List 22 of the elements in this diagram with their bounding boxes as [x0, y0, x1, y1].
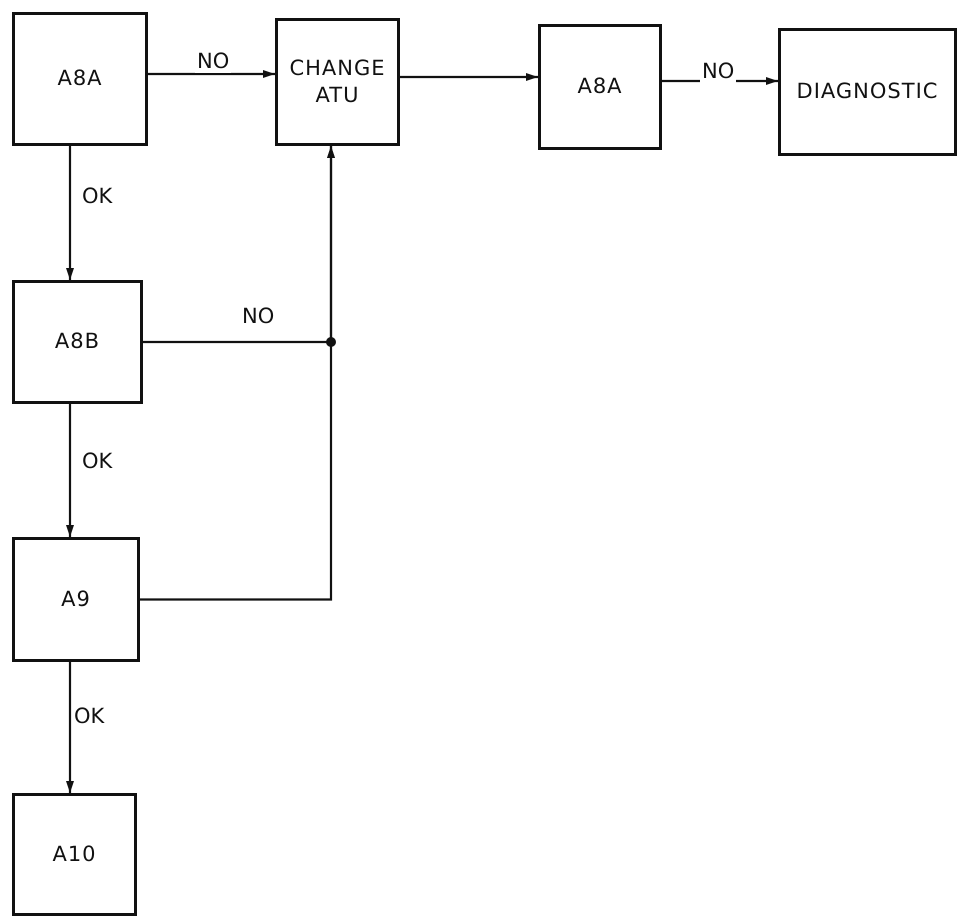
process-box	[12, 537, 140, 662]
process-box	[538, 24, 662, 150]
process-box	[12, 793, 137, 916]
arrow	[148, 70, 275, 78]
process-box	[778, 28, 957, 156]
process-box	[12, 280, 143, 404]
arrow	[66, 404, 74, 537]
process-box	[12, 12, 148, 146]
arrow	[400, 73, 538, 81]
edge-label: NO	[195, 50, 232, 74]
box-label: A8A	[57, 65, 103, 92]
box-label: A8B	[54, 328, 100, 356]
arrow	[66, 146, 74, 280]
arrow	[66, 662, 74, 793]
process-box	[275, 18, 400, 146]
arrow	[140, 146, 335, 601]
edge-label: NO	[700, 60, 736, 84]
box-label: DIAGNOSTIC	[796, 78, 938, 106]
box-label: A9	[61, 586, 91, 613]
box-label: A10	[52, 840, 97, 868]
box-label: CHANGE ATU	[288, 54, 387, 109]
box-label: A8A	[577, 73, 623, 100]
